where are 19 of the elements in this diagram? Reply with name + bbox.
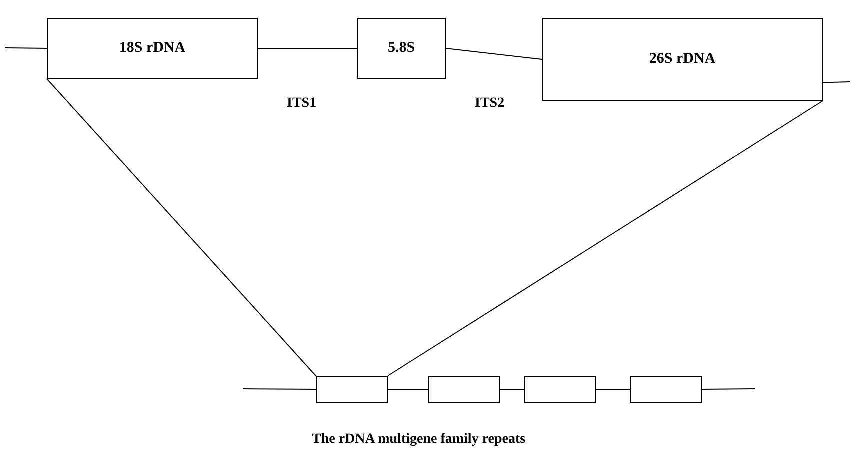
repeat-unit-box <box>428 376 500 403</box>
connector-line <box>702 388 756 390</box>
repeat-unit-box <box>524 376 596 403</box>
connector-line <box>446 48 542 60</box>
connector-line <box>822 82 850 84</box>
connector-line <box>388 100 824 376</box>
gene-box: 18S rDNA <box>47 18 258 79</box>
gene-box: 26S rDNA <box>542 18 823 101</box>
caption: The rDNA multigene family repeats <box>310 432 528 448</box>
connector-line <box>4 48 48 49</box>
repeat-unit-box <box>630 376 702 403</box>
gene-box: 5.8S <box>357 18 446 79</box>
connector-line <box>388 389 428 390</box>
connector-line <box>46 78 316 376</box>
connector-line <box>258 48 358 49</box>
repeat-unit-box <box>316 376 388 403</box>
connector-line <box>242 388 316 390</box>
connector-line <box>596 389 630 390</box>
connector-line <box>500 389 524 390</box>
